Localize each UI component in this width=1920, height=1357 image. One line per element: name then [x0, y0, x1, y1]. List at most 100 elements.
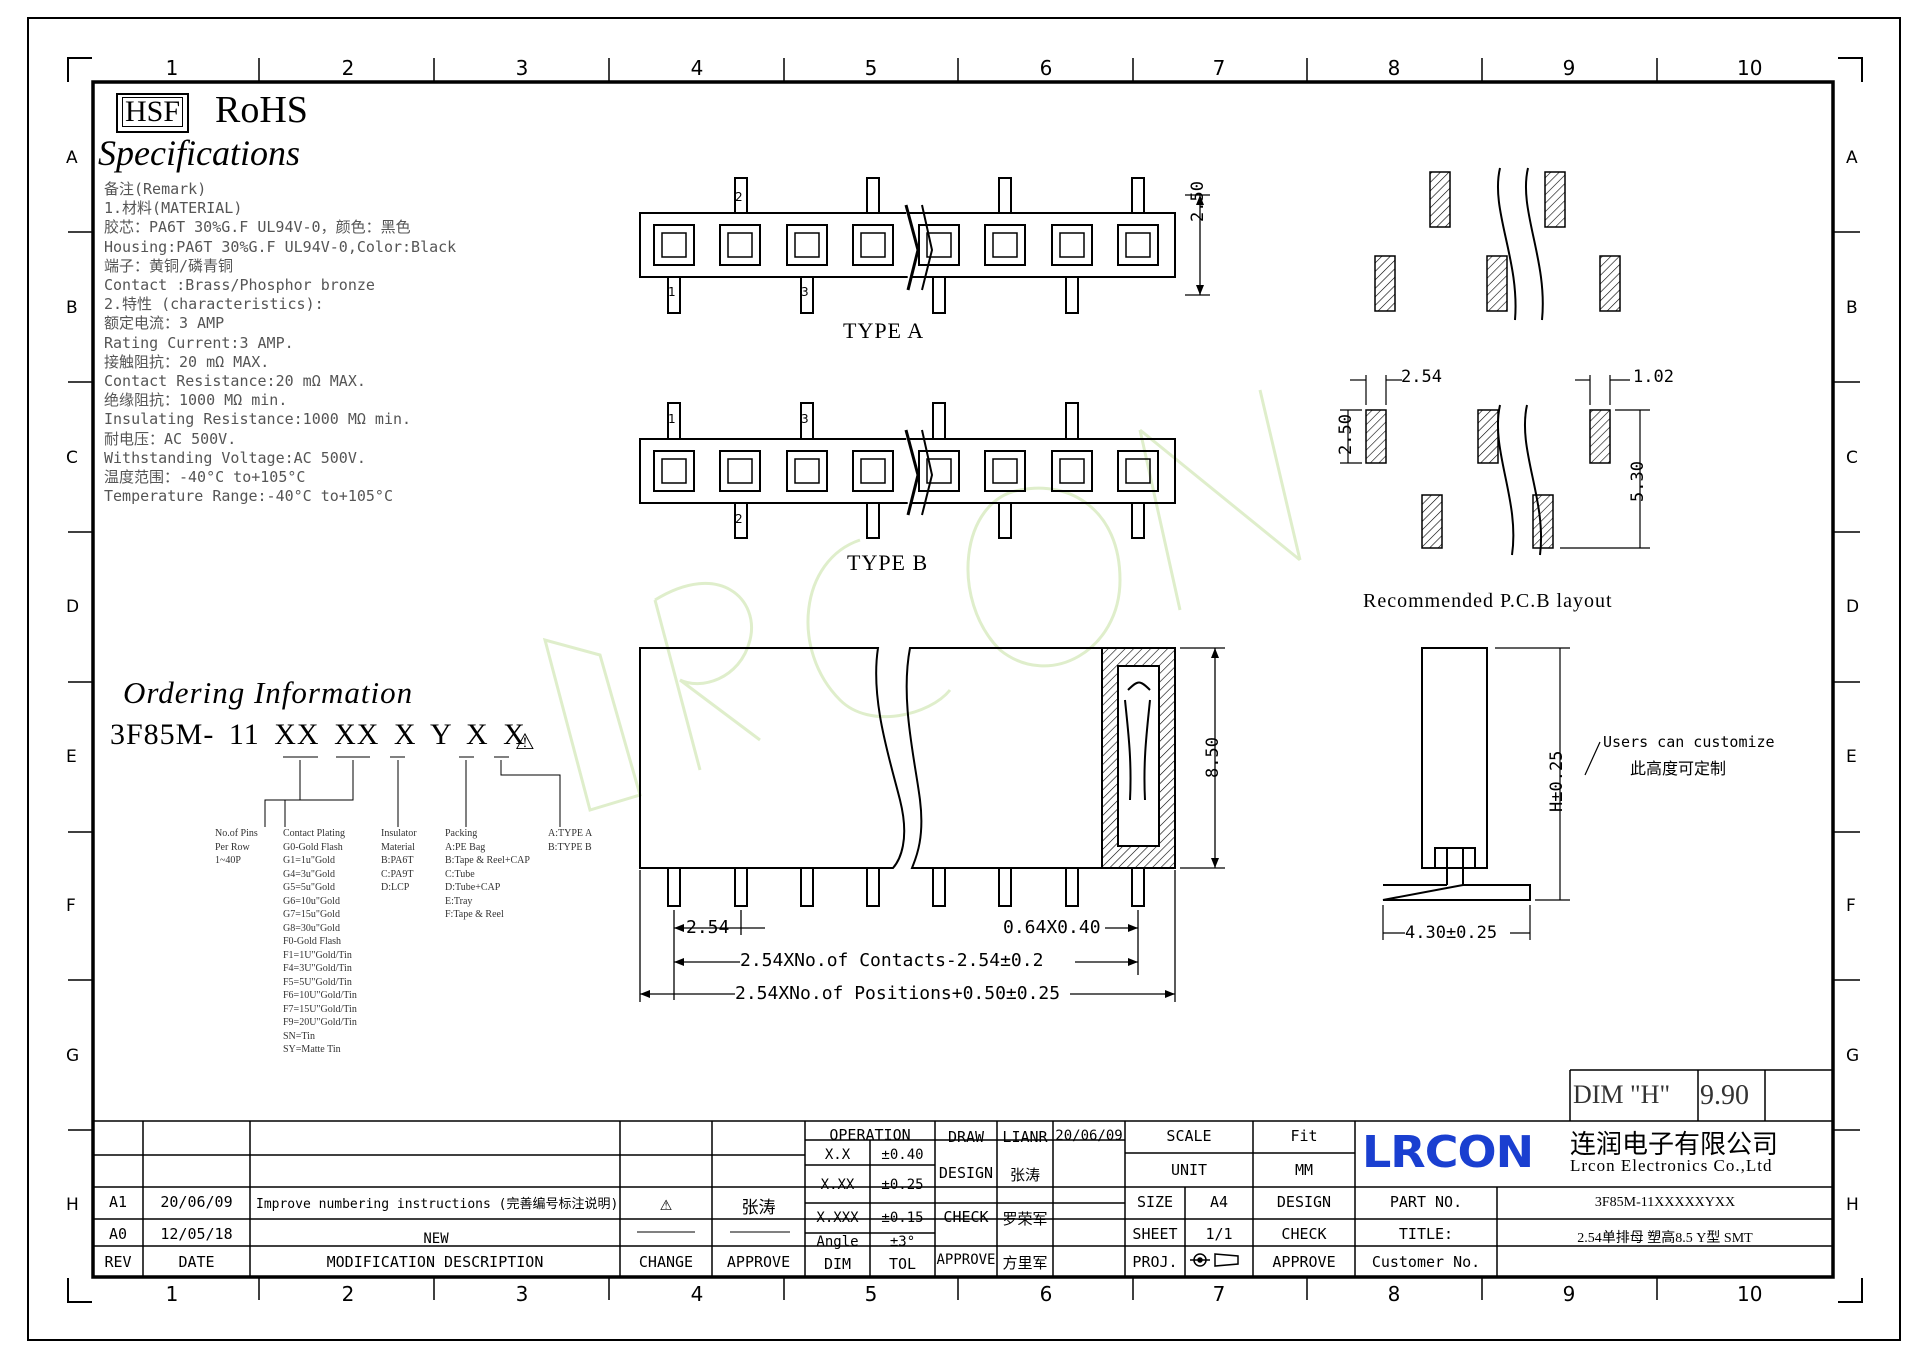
size-label: SIZE — [1136, 1193, 1174, 1211]
ordering-code-line: B:TYPE B — [548, 841, 592, 853]
rev-cell: A1 — [108, 1193, 128, 1211]
outer-frame — [27, 17, 1901, 1341]
type-b-label: TYPE B — [847, 550, 929, 575]
spec-line: 备注(Remark) — [104, 180, 207, 198]
dim-h-value: 9.90 — [1700, 1080, 1749, 1111]
pcb-break-mid — [1496, 404, 1542, 556]
grid-row-right: B — [1846, 298, 1858, 318]
side-dims — [1382, 647, 1601, 940]
ordering-code-line: G4=3u"Gold — [283, 868, 335, 880]
desc-cell: NEW — [423, 1231, 449, 1247]
watermark-logo — [542, 389, 1302, 812]
pcb-break-top — [1496, 167, 1544, 321]
spec-line: Withstanding Voltage:AC 500V. — [104, 448, 366, 467]
contact-cell — [918, 450, 960, 492]
spec-line: 耐电压：AC 500V. — [104, 429, 237, 448]
dim-pad-pitch: 2.54 — [1401, 367, 1442, 387]
contact-cell — [984, 450, 1026, 492]
grid-col-bottom: 9 — [1562, 1282, 1576, 1306]
dim-width: 4.30±0.25 — [1405, 923, 1498, 943]
ordering-code-line: G5=5u"Gold — [283, 882, 335, 893]
ordering-code-line: G7=15u"Gold — [283, 909, 340, 920]
date-cell: 12/05/18 — [160, 1225, 233, 1243]
tol-value-cell: ±0.40 — [881, 1147, 924, 1163]
pin-num-a-1: 1 — [668, 285, 676, 299]
contact-hole — [727, 232, 753, 258]
ordering-code-line: No.of Pins — [215, 828, 258, 839]
grid-row-left: C — [66, 448, 78, 468]
info-design-label: DESIGN — [1276, 1193, 1332, 1211]
ordering-code-line: E:Tray — [445, 895, 473, 907]
grid-col-bottom: 1 — [165, 1282, 179, 1306]
ordering-code-line: Per Row — [215, 841, 250, 853]
sheet-value: 1/1 — [1205, 1225, 1233, 1243]
change-cell: ⚠ — [659, 1191, 673, 1215]
tol-header: TOL — [888, 1255, 917, 1273]
contact-hole — [794, 458, 820, 484]
hsf-box: HSF — [116, 93, 190, 133]
grid-row-left: G — [66, 1046, 80, 1066]
dim-header: DIM — [823, 1255, 852, 1273]
contact-hole — [860, 458, 886, 484]
pin-num-b-3: 3 — [801, 412, 809, 426]
rev-header: REV — [104, 1253, 132, 1271]
check-label: CHECK — [943, 1208, 989, 1226]
type-group: A:TYPE A B:TYPE B — [548, 827, 592, 854]
inner-frame — [91, 80, 1835, 1279]
dim-pad-length: 2.50 — [1336, 414, 1356, 455]
contact-cell — [1051, 224, 1093, 266]
ordering-code-line: F5=5U"Gold/Tin — [283, 976, 352, 988]
contact-cell — [653, 450, 695, 492]
title-label: TITLE: — [1398, 1225, 1454, 1243]
ordering-code-line: A:PE Bag — [445, 841, 486, 853]
tol-dim-cell: X.XX — [820, 1177, 855, 1193]
spec-line: Insulating Resistance:1000 MΩ min. — [104, 410, 412, 429]
unit-label: UNIT — [1170, 1161, 1208, 1179]
approve-header: APPROVE — [726, 1253, 791, 1271]
ordering-code-line: A:TYPE A — [548, 828, 593, 839]
contact-hole — [860, 232, 886, 258]
grid-col-bottom: 7 — [1212, 1282, 1226, 1306]
tol-value-cell: ±0.15 — [881, 1210, 924, 1226]
grid-col-bottom: 6 — [1039, 1282, 1053, 1306]
ordering-code-line: D:Tube+CAP — [445, 882, 501, 893]
ordering-code-line: C:PA9T — [381, 868, 414, 880]
ordering-code-line: SN=Tin — [283, 1030, 315, 1042]
ordering-code-line: 1~40P — [215, 855, 241, 866]
type-a-label: TYPE A — [843, 318, 925, 343]
rohs-label: RoHS — [215, 89, 308, 131]
grid-col-bottom: 2 — [341, 1282, 355, 1306]
grid-col-top: 6 — [1039, 56, 1053, 80]
ordering-code-line: SY=Matte Tin — [283, 1044, 341, 1055]
spec-line: Contact Resistance:20 mΩ MAX. — [104, 372, 366, 391]
tol-dim-cell: Angle — [816, 1234, 859, 1250]
sheet-label: SHEET — [1132, 1225, 1178, 1243]
contact-hole — [926, 458, 952, 484]
grid-ticks — [68, 58, 1860, 1300]
spec-line: 温度范围：-40°C to+105°C — [104, 468, 306, 487]
grid-col-top: 3 — [515, 56, 529, 80]
grid-row-right: C — [1846, 448, 1858, 468]
grid-row-left: A — [66, 148, 78, 168]
ordering-code-line: Insulator — [381, 828, 417, 839]
contact-cell — [1051, 450, 1093, 492]
info-check-label: CHECK — [1281, 1225, 1327, 1243]
corner-marks — [67, 57, 1863, 1303]
contact-cell — [852, 450, 894, 492]
spec-line: 端子：黄铜/磷青铜 — [104, 256, 234, 275]
contact-hole — [661, 458, 687, 484]
front-view — [639, 647, 1176, 907]
grid-row-right: H — [1846, 1195, 1859, 1215]
type-b-view — [639, 402, 1176, 539]
contact-cell — [719, 224, 761, 266]
draw-date: 20/06/09 — [1055, 1128, 1123, 1144]
ordering-code-line: F7=15U"Gold/Tin — [283, 1003, 357, 1015]
ordering-leaders — [264, 756, 561, 827]
spec-line: Rating Current:3 AMP. — [104, 333, 294, 352]
company-name-en: Lrcon Electronics Co.,Ltd — [1570, 1156, 1773, 1175]
contact-cell — [1117, 450, 1159, 492]
specifications-title: Specifications — [98, 133, 300, 173]
